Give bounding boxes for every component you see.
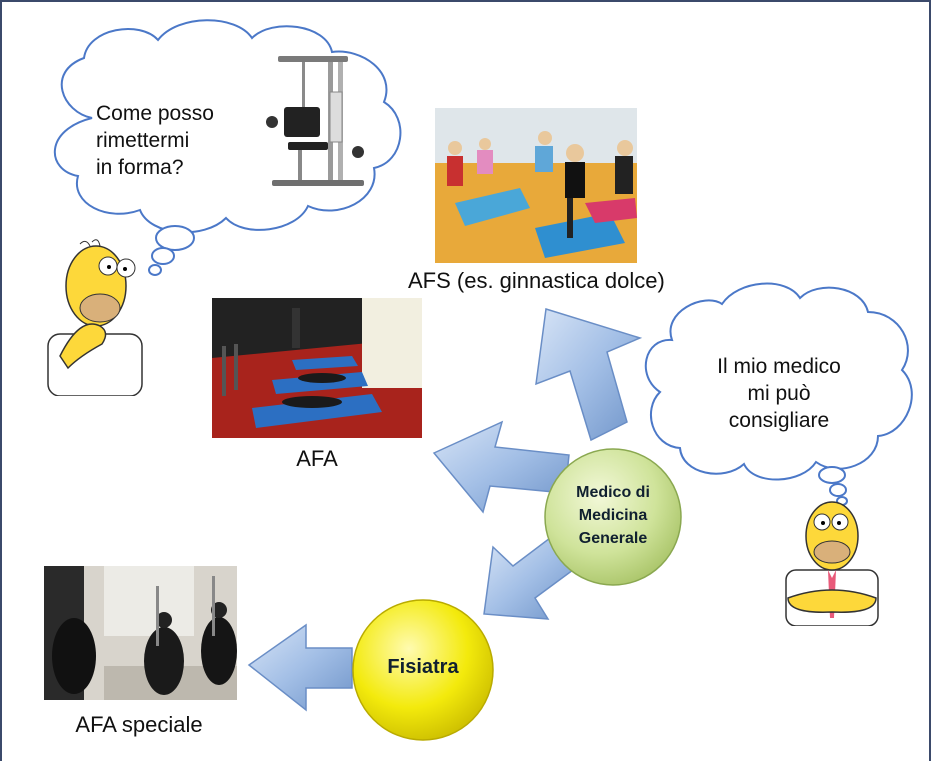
afs-caption: AFS (es. ginnastica dolce) [408, 268, 665, 293]
patient-thought-text: Come posso rimettermi in forma? [96, 100, 266, 181]
cartoon-man-arms-crossed [782, 498, 882, 626]
cartoon-man-thinking [40, 236, 146, 396]
patient-thought-line: Come posso [96, 102, 214, 125]
mmg-node: Medico di Medicina Generale [553, 481, 673, 550]
doctor-thought-cloud [644, 282, 913, 506]
mmg-node-line: Medico di [576, 484, 650, 501]
mmg-node-circle [544, 448, 682, 586]
afa-speciale-photo [44, 566, 237, 700]
arrow-to-afs [535, 308, 643, 442]
afa-photo [212, 298, 422, 438]
fisiatra-node-circle [352, 599, 494, 741]
patient-thought-line: rimettermi [96, 129, 190, 152]
afs-photo [435, 108, 637, 263]
doctor-thought-text: Il mio medico mi può consigliare [684, 353, 874, 434]
afa-caption: AFA [296, 446, 338, 471]
gym-machine-icon [258, 52, 378, 192]
patient-thought-line: in forma? [96, 156, 184, 179]
doctor-thought-line: Il mio medico [717, 355, 841, 378]
arrow-to-afa-speciale [247, 623, 353, 712]
patient-thought-cloud [54, 19, 402, 276]
mmg-node-line: Generale [578, 530, 648, 547]
afa-speciale-caption: AFA speciale [75, 712, 203, 737]
doctor-thought-line: consigliare [728, 409, 830, 432]
mmg-node-line: Medicina [578, 507, 648, 524]
doctor-thought-line: mi può [747, 382, 811, 405]
fisiatra-node-label: Fisiatra [387, 656, 459, 678]
